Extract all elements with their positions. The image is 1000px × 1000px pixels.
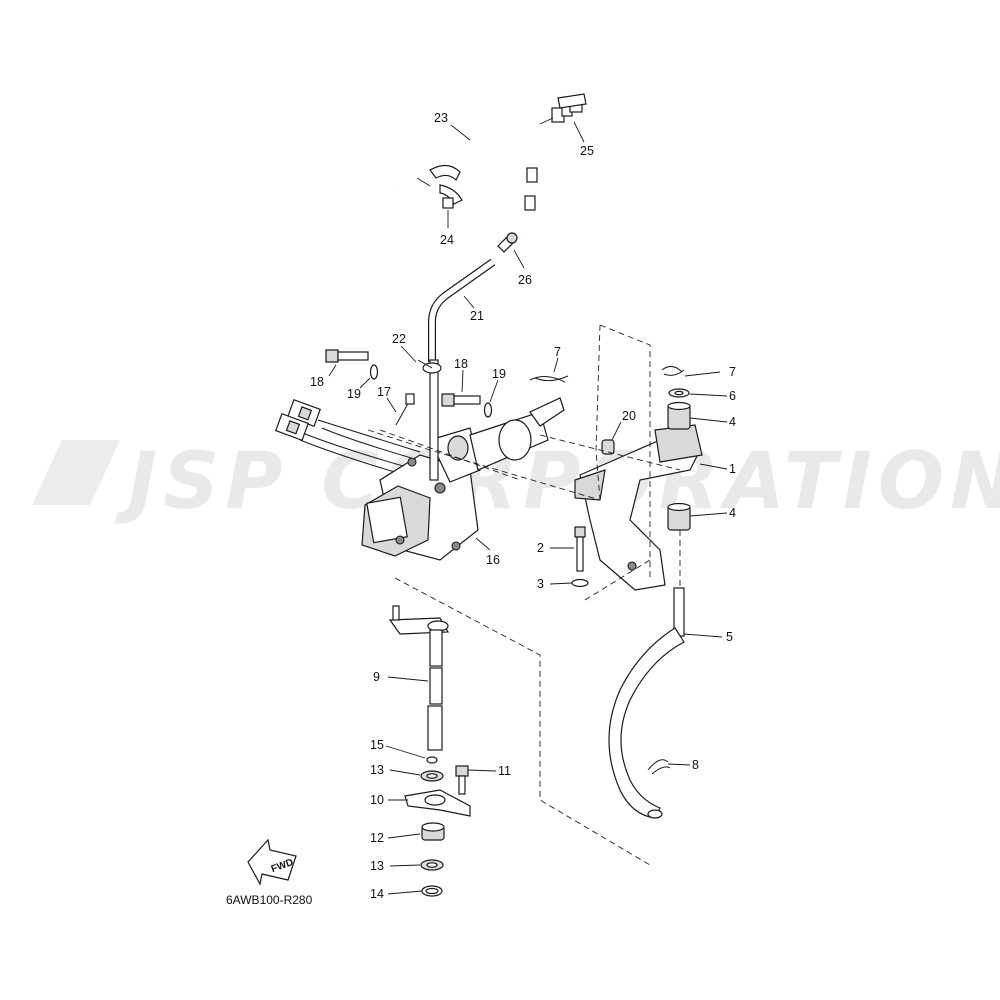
callout-18-left: 18 (310, 375, 324, 389)
pin-7-center (529, 375, 569, 383)
watermark: JSP CORPORATION (32, 437, 1000, 527)
callout-2: 2 (537, 541, 544, 555)
o-ring-15 (426, 756, 438, 764)
circlip-14 (421, 885, 443, 897)
callout-16: 16 (486, 553, 500, 567)
pin-8 (647, 759, 671, 775)
callout-24: 24 (440, 233, 454, 247)
callout-13-top: 13 (370, 763, 384, 777)
callout-21: 21 (470, 309, 484, 323)
shaft-upper (429, 629, 443, 667)
washer-13-bottom (420, 859, 444, 871)
callout-3: 3 (537, 577, 544, 591)
callout-4-bottom: 4 (729, 506, 736, 520)
callout-1: 1 (729, 462, 736, 476)
collar-4-bottom (667, 502, 691, 531)
clamp-22 (417, 359, 442, 374)
washer-3 (571, 578, 589, 588)
hose-21 (428, 258, 496, 362)
assembly-lines (367, 324, 681, 866)
callout-11: 11 (498, 764, 511, 778)
callout-26: 26 (518, 273, 532, 287)
washer-19-left (369, 364, 379, 380)
callout-22: 22 (392, 332, 406, 346)
leader-lines (328, 117, 728, 895)
link-arm-5 (608, 587, 685, 819)
bolt-18-left (325, 349, 369, 363)
bolt-18-right (441, 393, 481, 407)
callout-17: 17 (377, 385, 391, 399)
callout-20: 20 (622, 409, 636, 423)
watermark-logo-mark (32, 440, 120, 505)
bolt-11 (455, 765, 469, 795)
callout-23: 23 (434, 111, 448, 125)
fwd-arrow: FWD (247, 838, 297, 886)
callout-9: 9 (373, 670, 380, 684)
callout-25: 25 (580, 144, 594, 158)
washer-6 (668, 388, 690, 398)
callout-8: 8 (692, 758, 699, 772)
washer-19-right (483, 402, 493, 418)
callout-6: 6 (729, 389, 736, 403)
collar-4-top (667, 401, 691, 430)
bolt-2 (574, 526, 586, 572)
band-17 (395, 393, 415, 426)
callout-13-bottom: 13 (370, 859, 384, 873)
motor-unit-16 (361, 359, 565, 561)
rod-9 (427, 667, 443, 751)
clamp-24 (429, 164, 463, 209)
bushing-12 (421, 822, 445, 841)
joint-26 (497, 232, 518, 253)
callout-4-top: 4 (729, 415, 736, 429)
callout-14: 14 (370, 887, 384, 901)
clip-25 (551, 93, 587, 123)
watermark-text: JSP CORPORATION (115, 437, 1000, 527)
collar-20 (601, 439, 615, 455)
callout-7-center: 7 (554, 345, 561, 359)
callout-15: 15 (370, 738, 384, 752)
callout-18-right: 18 (454, 357, 468, 371)
washer-13-top (420, 770, 444, 782)
callout-10: 10 (370, 793, 384, 807)
callout-7-right: 7 (729, 365, 736, 379)
pin-7-right (661, 366, 685, 376)
lever-10 (404, 789, 471, 817)
callout-19-right: 19 (492, 367, 506, 381)
hose-23 (391, 114, 538, 238)
callout-5: 5 (726, 630, 733, 644)
callout-12: 12 (370, 831, 384, 845)
diagram-code: 6AWB100-R280 (226, 893, 313, 907)
callout-19-left: 19 (347, 387, 361, 401)
callouts: 23 24 25 26 21 22 18 19 17 18 19 7 20 7 … (310, 111, 736, 901)
